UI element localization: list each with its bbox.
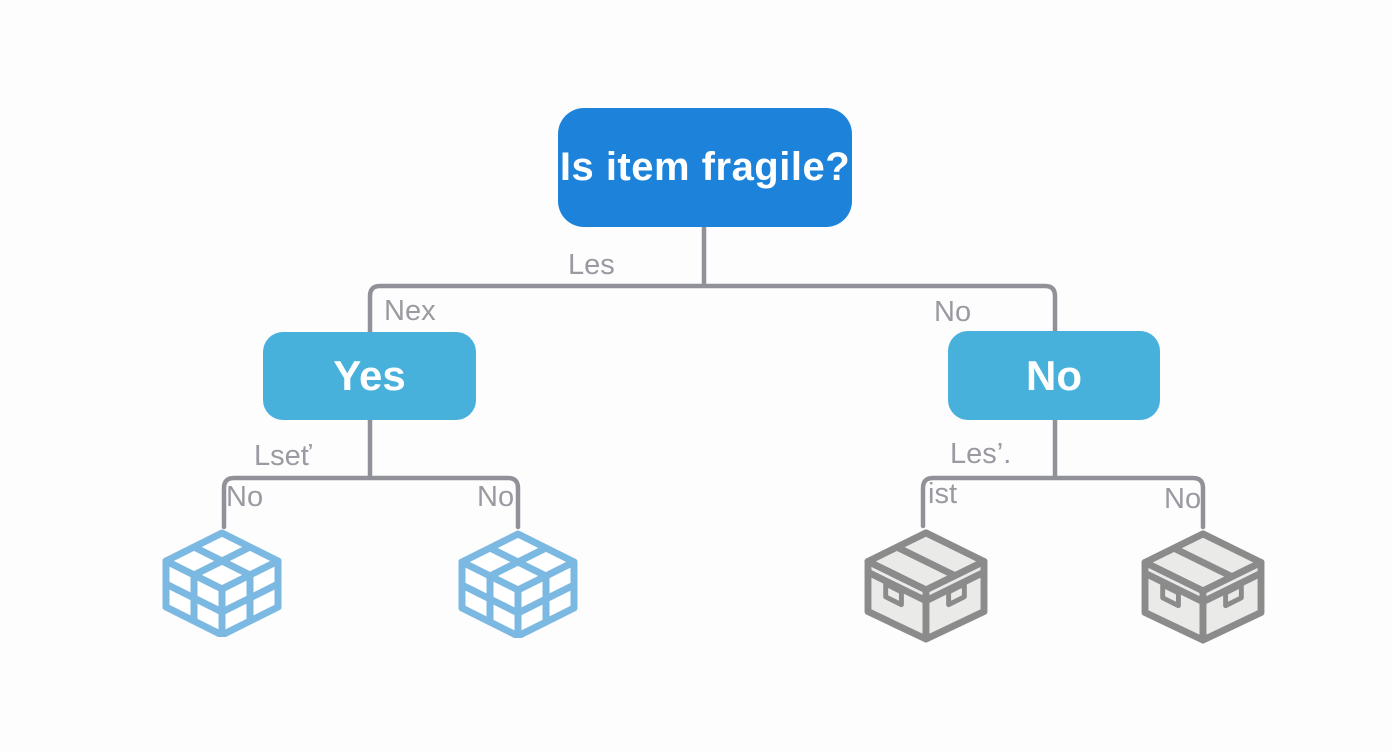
- fragile-crate-icon: [456, 528, 580, 638]
- edge-label-yes-left-leaf: No: [226, 481, 264, 513]
- root-question-node: Is item fragile?: [558, 108, 852, 227]
- no-node-label: No: [1026, 351, 1082, 399]
- cardboard-box-icon: [1139, 528, 1267, 644]
- edge-label-root-branch: Les: [568, 249, 615, 281]
- fragile-crate-icon: [160, 527, 284, 637]
- no-node: No: [948, 331, 1160, 420]
- cardboard-box-icon: [862, 527, 990, 643]
- edge-label-no-right-leaf: No: [1164, 483, 1202, 515]
- yes-node-label: Yes: [333, 352, 406, 399]
- edge-label-below-no: Les’.: [950, 438, 1012, 470]
- yes-node: Yes: [263, 332, 476, 420]
- root-question-label: Is item fragile?: [559, 145, 851, 189]
- edge-label-no-left-leaf: ist: [928, 478, 957, 510]
- edge-label-above-yes: Nex: [384, 295, 436, 327]
- edge-label-yes-right-leaf: No: [477, 481, 515, 513]
- edge-label-above-no: No: [934, 296, 972, 328]
- edge-label-below-yes: Lseť: [254, 440, 312, 472]
